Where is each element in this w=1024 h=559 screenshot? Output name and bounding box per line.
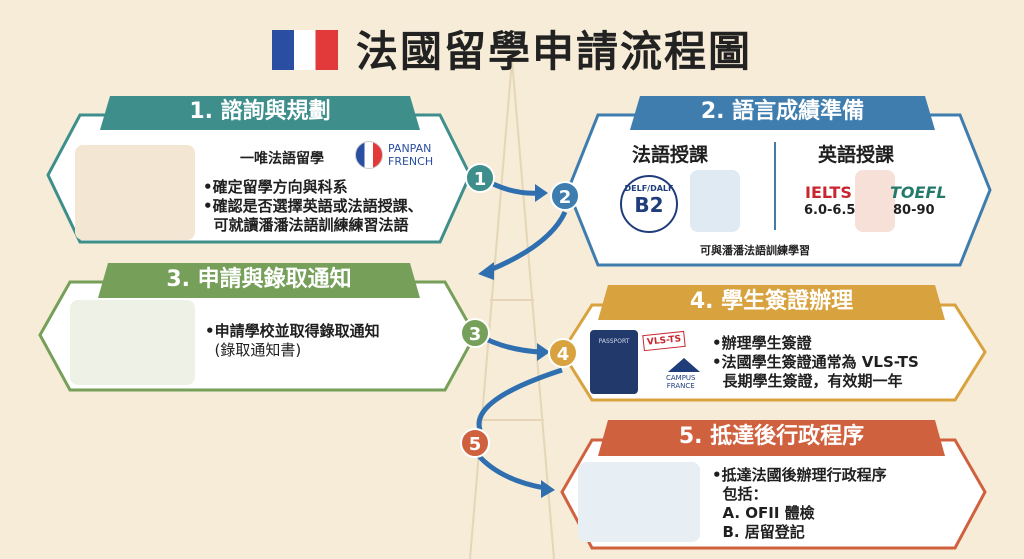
campus-france-logo-icon <box>668 358 700 372</box>
step4-header: 4. 學生簽證辦理 <box>689 289 854 314</box>
bullet: (錄取通知書) <box>205 341 302 359</box>
page-title: 法國留學申請流程圖 <box>0 18 1024 79</box>
consultation-illustration <box>75 145 195 240</box>
bullet: •確認是否選擇英語或法語授課、 <box>203 197 423 215</box>
bullet: •申請學校並取得錄取通知 <box>205 322 380 340</box>
toefl-logo: TOEFL <box>890 183 947 202</box>
toefl-score: 80-90 <box>893 203 935 218</box>
student-laptop-illustration <box>855 170 895 232</box>
divider <box>774 142 776 230</box>
bullet: B. 居留登記 <box>712 523 805 541</box>
french-flag-icon <box>271 30 338 70</box>
ielts-logo: IELTS <box>805 183 852 202</box>
arrowheads <box>478 184 555 498</box>
brand-name-2: FRENCH <box>388 155 434 168</box>
step5-bullets: •抵達法國後辦理行政程序 包括： A. OFII 體檢 B. 居留登記 <box>712 466 887 542</box>
student-illustration <box>690 170 740 232</box>
step2-header-bg <box>630 96 935 130</box>
step2-footer: 可與潘潘法語訓練學習 <box>700 244 810 257</box>
step3-bullets: •申請學校並取得錄取通知 (錄取通知書) <box>205 322 380 360</box>
english-taught-label: 英語授課 <box>818 144 895 166</box>
france-text: FRANCE <box>666 382 695 390</box>
application-illustration <box>70 300 195 385</box>
step3-header: 3. 申請與錄取通知 <box>166 267 352 292</box>
arrival-paris-illustration <box>578 462 700 542</box>
campus-text: CAMPUS <box>666 374 696 382</box>
step3-header-bg <box>98 263 420 298</box>
eiffel-tower-background <box>469 59 555 559</box>
step2-header: 2. 語言成績準備 <box>700 99 865 124</box>
step2-number-badge: 2 <box>550 181 580 211</box>
step1-bullets: •確定留學方向與科系 •確認是否選擇英語或法語授課、 可就讀潘潘法語訓練練習法語 <box>203 178 423 235</box>
step5-header: 5. 抵達後行政程序 <box>678 424 865 449</box>
step4-bullets: •辦理學生簽證 •法國學生簽證通常為 VLS-TS 長期學生簽證，有效期一年 <box>712 334 919 391</box>
passport-icon: PASSPORT <box>590 330 638 394</box>
step3-number-badge: 3 <box>460 318 490 348</box>
step4-header-bg <box>598 285 945 320</box>
bullet: •確定留學方向與科系 <box>203 178 348 196</box>
bullet: •抵達法國後辦理行政程序 <box>712 466 887 484</box>
bullet: 可就讀潘潘法語訓練練習法語 <box>203 216 409 234</box>
bullet: 包括： <box>712 485 768 503</box>
step1-number-badge: 1 <box>465 163 495 193</box>
bullet: •辦理學生簽證 <box>712 334 812 352</box>
french-taught-label: 法語授課 <box>632 144 709 166</box>
flow-arrows <box>476 175 568 491</box>
step1-header: 1. 諮詢與規劃 <box>189 99 331 124</box>
bullet: 長期學生簽證，有效期一年 <box>712 372 903 390</box>
brand-name-1: PANPAN <box>388 142 432 155</box>
step4-number-badge: 4 <box>548 338 578 368</box>
brand-tagline: 一唯法語留學 <box>240 151 324 167</box>
step1-header-bg <box>100 96 420 130</box>
step5-header-bg <box>598 420 945 456</box>
step5-number-badge: 5 <box>460 428 490 458</box>
bullet: A. OFII 體檢 <box>712 504 815 522</box>
panpan-logo-icon <box>355 141 383 169</box>
ielts-score: 6.0-6.5 <box>804 203 856 218</box>
bullet: •法國學生簽證通常為 VLS-TS <box>712 353 919 371</box>
